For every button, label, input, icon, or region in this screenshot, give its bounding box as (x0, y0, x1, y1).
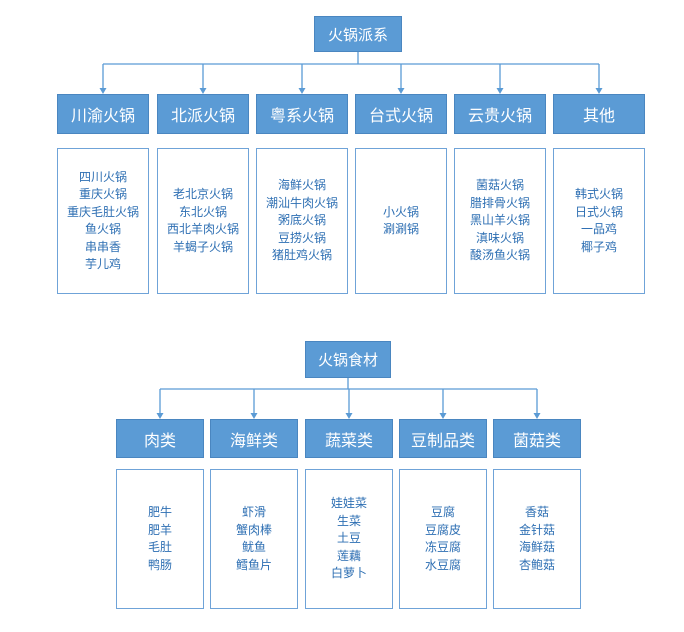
list-item: 日式火锅 (574, 204, 623, 219)
list-item: 串串香 (84, 239, 121, 254)
list-item: 韩式火锅 (574, 187, 623, 201)
list-item: 滇味火锅 (475, 230, 524, 245)
list-item: 白萝卜 (330, 566, 367, 581)
list-item: 重庆毛肚火锅 (66, 204, 139, 219)
list-item: 猪肚鸡火锅 (271, 248, 332, 263)
diagram1-node-1: 川渝火锅 (57, 94, 149, 134)
diagram2-list-4: 豆腐 豆腐皮 冻豆腐 水豆腐 (399, 469, 487, 609)
list-item: 东北火锅 (178, 204, 227, 219)
diagram1-node-2: 北派火锅 (157, 94, 249, 134)
diagram2-root: 火锅食材 (305, 341, 391, 378)
list-item: 海鲜火锅 (277, 178, 326, 193)
list-item: 鱿鱼 (241, 540, 266, 554)
arrowhead (345, 413, 353, 419)
list-item: 鸭肠 (147, 557, 172, 572)
list-item: 粥底火锅 (277, 213, 326, 228)
list-item: 冻豆腐 (424, 540, 461, 554)
diagram1-node-6: 其他 (553, 94, 645, 134)
list-item: 肥牛 (147, 505, 172, 519)
list-item: 豆腐 (430, 505, 455, 519)
arrowhead (298, 88, 306, 94)
diagram2-node-5: 菌菇类 (493, 419, 581, 458)
list-item: 一品鸡 (580, 222, 617, 236)
diagram1-list-4: 小火锅 涮涮锅 (355, 148, 447, 294)
diagram2-list-3: 娃娃菜 生菜 土豆 莲藕 白萝卜 (305, 469, 393, 609)
arrowhead (397, 88, 405, 94)
diagram2-node-1: 肉类 (116, 419, 204, 458)
arrowhead (250, 413, 258, 419)
diagram1-list-2: 老北京火锅 东北火锅 西北羊肉火锅 羊蝎子火锅 (157, 148, 249, 294)
list-item: 腊排骨火锅 (469, 195, 530, 210)
arrowhead (496, 88, 504, 94)
diagram2-list-5: 香菇 金针菇 海鲜菇 杏鲍菇 (493, 469, 581, 609)
arrowhead (99, 88, 107, 94)
arrowhead (156, 413, 164, 419)
list-item: 肥羊 (147, 522, 172, 537)
diagram1-list-5: 菌菇火锅 腊排骨火锅 黑山羊火锅 滇味火锅 酸汤鱼火锅 (454, 148, 546, 294)
diagram2-list-1: 肥牛 肥羊 毛肚 鸭肠 (116, 469, 204, 609)
list-item: 香菇 (524, 505, 549, 519)
list-item: 虾滑 (241, 505, 266, 519)
diagram2-node-3: 蔬菜类 (305, 419, 393, 458)
list-item: 潮汕牛肉火锅 (265, 195, 338, 210)
list-item: 羊蝎子火锅 (172, 239, 233, 254)
list-item: 重庆火锅 (78, 187, 127, 201)
arrowhead (595, 88, 603, 94)
diagram1-node-5: 云贵火锅 (454, 94, 546, 134)
list-item: 四川火锅 (78, 169, 127, 184)
list-item: 杏鲍菇 (518, 557, 555, 572)
list-item: 莲藕 (336, 548, 361, 563)
diagram1-root: 火锅派系 (314, 16, 402, 52)
list-item: 金针菇 (518, 522, 555, 537)
list-item: 黑山羊火锅 (469, 213, 530, 228)
diagram2-list-2: 虾滑 蟹肉棒 鱿鱼 鳕鱼片 (210, 469, 298, 609)
arrowhead (439, 413, 447, 419)
list-item: 海鲜菇 (518, 540, 555, 554)
diagram2-node-2: 海鲜类 (210, 419, 298, 458)
list-item: 生菜 (336, 513, 361, 528)
list-item: 芋儿鸡 (84, 257, 121, 271)
list-item: 豆腐皮 (424, 522, 461, 537)
list-item: 鱼火锅 (84, 222, 121, 236)
list-item: 涮涮锅 (382, 222, 419, 236)
list-item: 鳕鱼片 (235, 557, 272, 572)
list-item: 西北羊肉火锅 (166, 222, 239, 236)
list-item: 土豆 (336, 531, 361, 546)
list-item: 水豆腐 (424, 557, 461, 572)
diagram1-node-4: 台式火锅 (355, 94, 447, 134)
arrowhead (199, 88, 207, 94)
list-item: 娃娃菜 (330, 496, 367, 511)
list-item: 菌菇火锅 (475, 178, 524, 193)
diagram1-list-3: 海鲜火锅 潮汕牛肉火锅 粥底火锅 豆捞火锅 猪肚鸡火锅 (256, 148, 348, 294)
diagram1-node-3: 粤系火锅 (256, 94, 348, 134)
list-item: 豆捞火锅 (277, 230, 326, 245)
list-item: 毛肚 (147, 540, 172, 554)
diagram2-node-4: 豆制品类 (399, 419, 487, 458)
list-item: 老北京火锅 (172, 187, 233, 201)
diagram1-list-6: 韩式火锅 日式火锅 一品鸡 椰子鸡 (553, 148, 645, 294)
list-item: 酸汤鱼火锅 (469, 248, 530, 263)
list-item: 小火锅 (382, 204, 419, 219)
list-item: 椰子鸡 (580, 239, 617, 254)
list-item: 蟹肉棒 (235, 522, 272, 537)
diagram1-list-1: 四川火锅 重庆火锅 重庆毛肚火锅 鱼火锅 串串香 芋儿鸡 (57, 148, 149, 294)
arrowhead (533, 413, 541, 419)
